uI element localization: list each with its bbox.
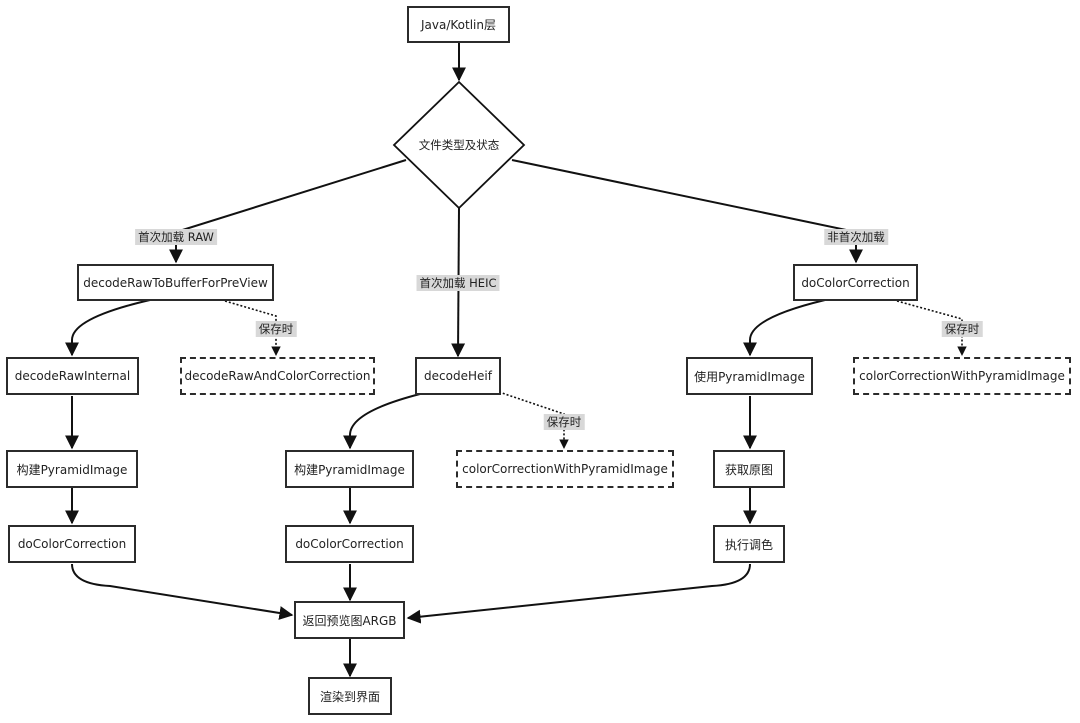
node-heif-do-color-correction: doColorCorrection	[285, 525, 414, 563]
edge-decision-to-nonfirst	[511, 159, 863, 264]
node-render-to-ui: 渲染到界面	[308, 677, 392, 715]
node-decode-raw-to-buffer-preview: decodeRawToBufferForPreView	[77, 264, 274, 301]
node-decode-heif: decodeHeif	[415, 357, 501, 395]
edge-save-raw	[224, 300, 281, 356]
edge-rawcolor-to-return	[71, 563, 294, 620]
node-run-color-grading: 执行调色	[713, 525, 785, 563]
node-heif-color-correction-pyramid: colorCorrectionWithPyramidImage	[456, 450, 674, 488]
edge-label-not-first: 非首次加载	[824, 229, 888, 245]
edge-label-first-raw: 首次加载 RAW	[135, 229, 217, 245]
node-heif-build-pyramid: 构建PyramidImage	[285, 450, 414, 488]
node-java-kotlin-layer: Java/Kotlin层	[407, 6, 510, 43]
edge-grading-to-return	[406, 563, 751, 624]
node-decode-raw-and-color-correction: decodeRawAndColorCorrection	[180, 357, 375, 395]
node-raw-do-color-correction: doColorCorrection	[8, 525, 136, 563]
node-decode-raw-internal: decodeRawInternal	[6, 357, 139, 395]
edge-decision-to-raw	[169, 159, 407, 264]
edge-label-save-nonfirst: 保存时	[941, 321, 983, 337]
node-return-preview-argb: 返回预览图ARGB	[294, 601, 405, 639]
node-decision-file-type: 文件类型及状态	[418, 138, 500, 152]
edge-raw-to-internal	[65, 299, 151, 357]
node-raw-build-pyramid: 构建PyramidImage	[6, 450, 138, 488]
edge-docolor-to-pyramid	[743, 299, 826, 357]
edge-label-first-heic: 首次加载 HEIC	[416, 275, 500, 291]
node-get-original-image: 获取原图	[713, 450, 785, 488]
edge-label-save-heif: 保存时	[543, 414, 585, 430]
edge-heif-to-build	[343, 393, 421, 450]
edge-label-save-raw: 保存时	[255, 321, 297, 337]
node-use-pyramid-image: 使用PyramidImage	[686, 357, 813, 395]
node-color-correction-with-pyramid: colorCorrectionWithPyramidImage	[853, 357, 1071, 395]
node-do-color-correction: doColorCorrection	[793, 264, 918, 301]
